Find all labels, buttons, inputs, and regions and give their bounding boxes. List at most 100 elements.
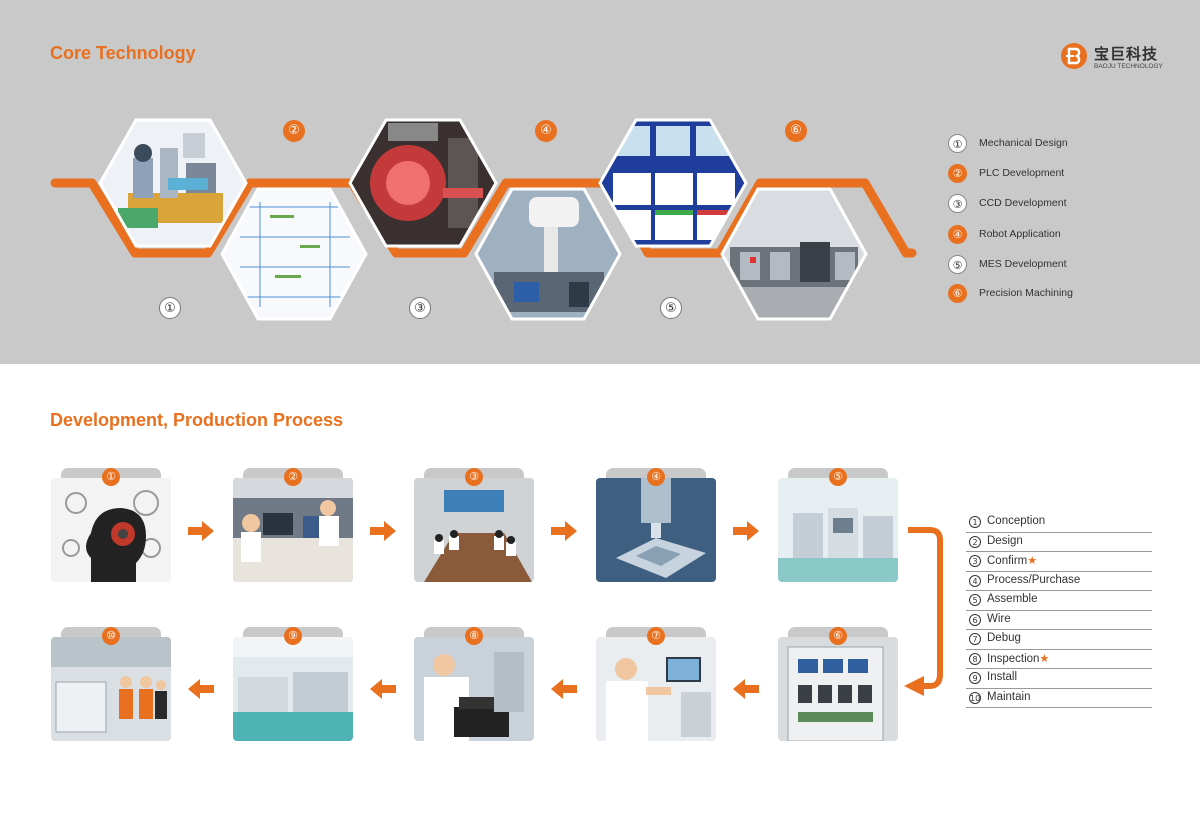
step-label-text: Inspection: [987, 652, 1040, 665]
legend-number: ③: [948, 194, 967, 213]
card-number: ②: [284, 468, 302, 486]
legend-number: ②: [948, 164, 967, 183]
step-label: Install: [987, 671, 1017, 683]
maintain-image: [51, 637, 171, 741]
hex-number-6: ⑥: [785, 120, 807, 142]
conception-image: [51, 478, 171, 582]
process-card-9: ⑨: [233, 627, 353, 741]
arrow-right-icon: [370, 521, 396, 541]
hex-number-3: ③: [409, 297, 431, 319]
inspection-image: [414, 637, 534, 741]
legend-number: ⑥: [948, 284, 967, 303]
process-wave-line: [50, 178, 917, 258]
step-item: 1 Conception: [966, 513, 1152, 533]
step-item: 8 Inspection★: [966, 650, 1152, 669]
logo-chinese-name: 宝巨科技: [1094, 46, 1159, 63]
step-number: 1: [969, 516, 981, 528]
card-number: ⑨: [284, 627, 302, 645]
step-item: 7 Debug: [966, 630, 1152, 650]
core-technology-title: Core Technology: [50, 43, 196, 63]
process-card-4: ④: [596, 468, 716, 582]
wire-image: [778, 637, 898, 741]
step-label-text: Conception: [987, 515, 1046, 527]
card-number: ⑥: [829, 627, 847, 645]
step-item: 6 Wire: [966, 611, 1152, 630]
step-label-text: Wire: [987, 612, 1011, 625]
card-number: ⑧: [465, 627, 483, 645]
step-label-text: Install: [987, 671, 1018, 683]
step-label: Assemble: [987, 593, 1038, 605]
card-number: ⑤: [829, 468, 847, 486]
arrow-right-icon: [551, 521, 577, 541]
step-number: 10: [969, 691, 981, 704]
arrow-left-icon: [188, 679, 214, 699]
hex-plc-development-image: [220, 187, 368, 321]
card-number: ④: [647, 468, 665, 486]
hex-robot-application-image: [474, 187, 622, 321]
card-number: ③: [465, 468, 483, 486]
logo-english-name: BAOJU TECHNOLOGY: [1094, 63, 1163, 70]
process-card-8: ⑧: [414, 627, 534, 741]
step-item: 5 Assemble: [966, 591, 1152, 611]
step-label: Design: [987, 535, 1023, 547]
hex-number-2: ②: [283, 120, 305, 142]
install-image: [233, 637, 353, 741]
legend-label: MES Development: [979, 258, 1067, 270]
step-label-text: Design: [987, 534, 1023, 547]
step-item: 10 Maintain: [966, 689, 1152, 708]
arrow-right-icon: [188, 521, 214, 541]
step-number: 5: [969, 594, 981, 606]
process-card-1: ①: [51, 468, 171, 582]
hex-mechanical-design-image: [98, 118, 248, 248]
hex-ccd-development-image: [348, 118, 498, 248]
process-card-7: ⑦: [596, 627, 716, 741]
legend-label: CCD Development: [979, 197, 1067, 209]
step-label-text: Confirm: [987, 555, 1028, 567]
legend-label: Robot Application: [979, 228, 1061, 240]
legend-label: Mechanical Design: [979, 137, 1068, 149]
step-number: 7: [969, 633, 981, 645]
confirm-image: [414, 478, 534, 582]
hex-number-5: ⑤: [660, 297, 682, 319]
debug-image: [596, 637, 716, 741]
legend-number: ①: [948, 134, 967, 153]
step-label: Conception: [987, 515, 1045, 527]
step-number: 8: [969, 652, 981, 665]
step-item: 2 Design: [966, 533, 1152, 552]
process-title: Development, Production Process: [50, 410, 344, 430]
hex-number-4: ④: [535, 120, 557, 142]
arrow-left-icon: [370, 679, 396, 699]
step-label: Debug: [987, 632, 1021, 644]
step-label-text: Process/Purchase: [987, 573, 1081, 586]
step-number: 9: [969, 672, 981, 684]
design-image: [233, 478, 353, 582]
card-number: ①: [102, 468, 120, 486]
legend-label: Precision Machining: [979, 287, 1073, 299]
step-label: Process/Purchase: [987, 574, 1080, 586]
process-card-5: ⑤: [778, 468, 898, 582]
step-number: 6: [969, 613, 981, 626]
process-card-6: ⑥: [778, 627, 898, 741]
arrow-right-icon: [733, 521, 759, 541]
card-number: ⑦: [647, 627, 665, 645]
step-number: 2: [969, 535, 981, 548]
legend-number: ⑤: [948, 255, 967, 274]
assemble-image: [778, 478, 898, 582]
step-label-text: Debug: [987, 632, 1021, 644]
step-label: Confirm★: [987, 554, 1037, 567]
step-number: 4: [969, 574, 981, 587]
company-logo: 宝巨科技 BAOJU TECHNOLOGY: [1060, 42, 1170, 74]
arrow-left-icon: [551, 679, 577, 699]
hex-number-1: ①: [159, 297, 181, 319]
star-icon: ★: [1039, 652, 1050, 665]
process-card-2: ②: [233, 468, 353, 582]
card-number: ⑩: [102, 627, 120, 645]
step-label-text: Maintain: [987, 690, 1031, 703]
step-item: 4 Process/Purchase: [966, 572, 1152, 591]
legend-number: ④: [948, 225, 967, 244]
legend-label: PLC Development: [979, 167, 1065, 179]
step-label: Inspection★: [987, 652, 1049, 665]
hex-precision-machining-image: [720, 187, 868, 321]
